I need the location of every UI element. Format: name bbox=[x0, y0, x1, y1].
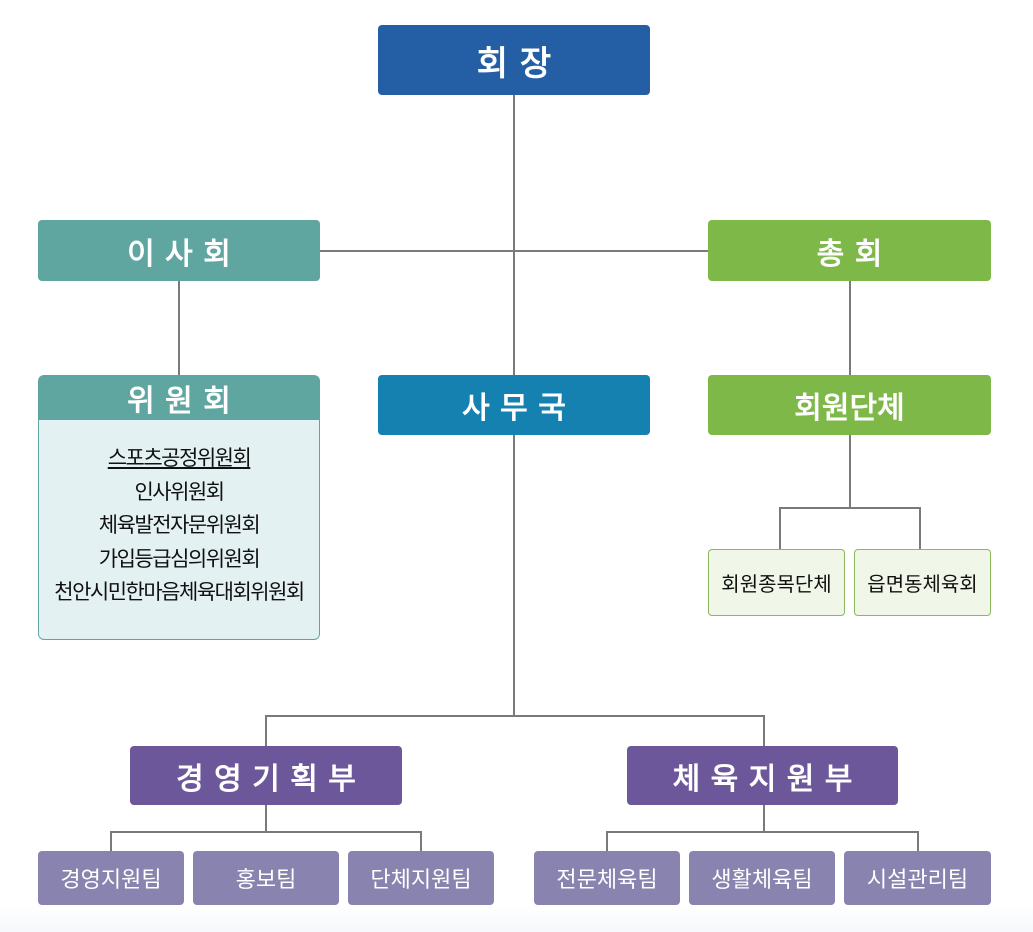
team-organization-support: 단체지원팀 bbox=[348, 851, 494, 905]
connector-dept1-team1 bbox=[110, 831, 112, 851]
connector-dept1-up bbox=[265, 715, 267, 746]
town-sports-councils-box: 읍면동체육회 bbox=[854, 549, 991, 616]
board-box: 이 사 회 bbox=[38, 220, 320, 281]
team-lifestyle-sports: 생활체육팀 bbox=[689, 851, 835, 905]
team-elite-sports: 전문체육팀 bbox=[534, 851, 680, 905]
committee-item: 스포츠공정위원회 bbox=[107, 446, 252, 470]
connector-dept1-down bbox=[265, 805, 267, 832]
connector-chairman-down bbox=[513, 95, 515, 375]
connector-dept1-team3 bbox=[420, 831, 422, 851]
connector-dept1-teams bbox=[110, 831, 421, 833]
bottom-background-strip bbox=[0, 905, 1033, 932]
committee-item: 인사위원회 bbox=[134, 479, 225, 504]
general-assembly-box: 총 회 bbox=[708, 220, 991, 281]
connector-secretariat-down bbox=[513, 435, 515, 716]
connector-board-committee bbox=[178, 281, 180, 375]
connector-members-down bbox=[849, 435, 851, 508]
team-management-support: 경영지원팀 bbox=[38, 851, 184, 905]
committee-item: 체육발전자문위원회 bbox=[98, 513, 261, 537]
connector-dept2-team1 bbox=[606, 831, 608, 851]
connector-dept2-down bbox=[763, 805, 765, 832]
connector-members-left bbox=[779, 507, 781, 549]
secretariat-box: 사 무 국 bbox=[378, 375, 650, 435]
connector-board-assembly bbox=[320, 250, 708, 252]
team-facility-management: 시설관리팀 bbox=[844, 851, 991, 905]
connector-dept2-team3 bbox=[917, 831, 919, 851]
committee-item: 천안시민한마음체육대회위원회 bbox=[54, 580, 305, 604]
connector-assembly-members bbox=[849, 281, 851, 375]
committee-item: 가입등급심의위원회 bbox=[98, 546, 261, 571]
connector-dept2-up bbox=[763, 715, 765, 746]
committee-list: 스포츠공정위원회 인사위원회 체육발전자문위원회 가입등급심의위원회 천안시민한… bbox=[38, 420, 320, 640]
connector-dept2-teams bbox=[606, 831, 918, 833]
team-public-relations: 홍보팀 bbox=[193, 851, 339, 905]
department-sports-support: 체 육 지 원 부 bbox=[627, 746, 898, 805]
department-management-planning: 경 영 기 획 부 bbox=[130, 746, 402, 805]
member-orgs-box: 회원단체 bbox=[708, 375, 991, 435]
member-sports-orgs-box: 회원종목단체 bbox=[708, 549, 845, 616]
connector-members-right bbox=[919, 507, 921, 549]
chairman-box: 회 장 bbox=[378, 25, 650, 95]
committee-box: 위 원 회 bbox=[38, 375, 320, 421]
connector-members-horizontal bbox=[779, 507, 920, 509]
connector-departments-horizontal bbox=[265, 715, 764, 717]
